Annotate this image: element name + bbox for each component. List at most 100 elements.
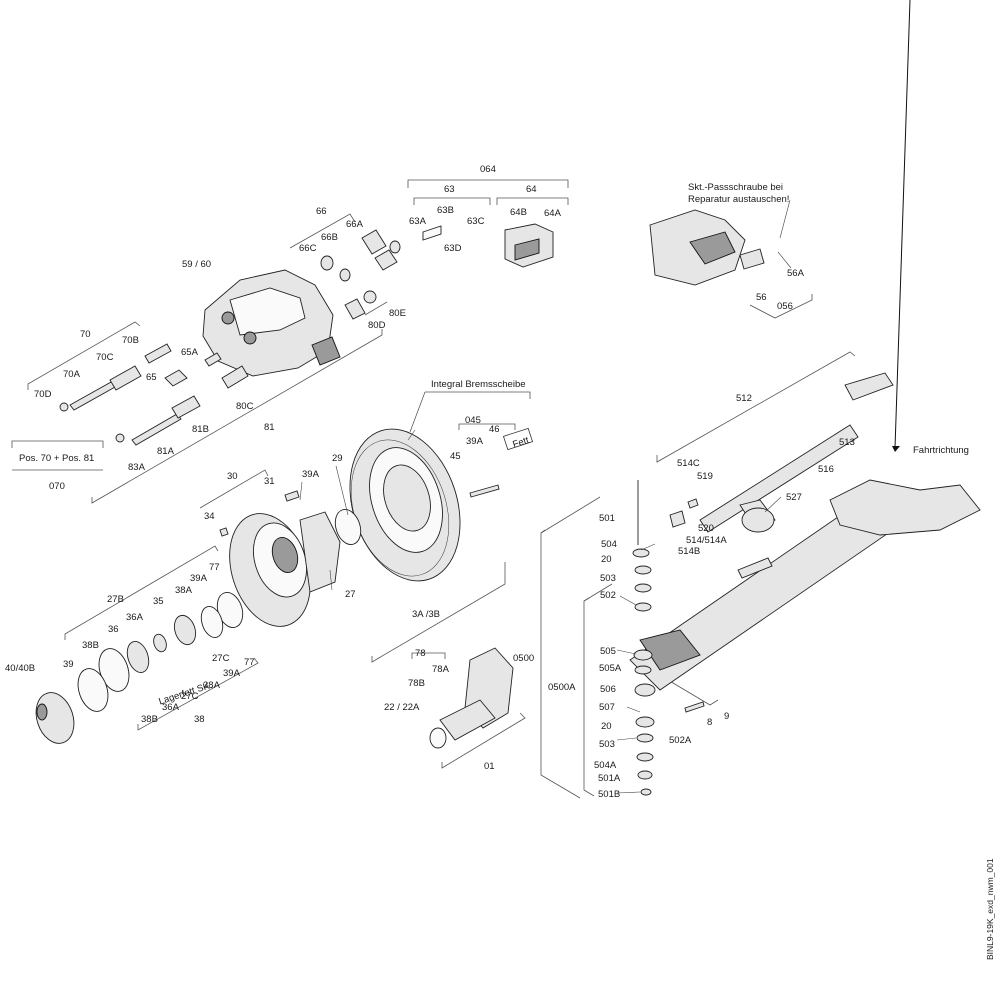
part-labels: 064 63 64 63A 63B 63C 63D 64B 64A 66 66A… — [5, 164, 995, 960]
label-81: 81 — [264, 422, 275, 433]
label-80C: 80C — [236, 401, 254, 412]
label-8: 8 — [707, 717, 712, 728]
label-501B: 501B — [598, 789, 620, 800]
label-514C: 514C — [677, 458, 700, 469]
label-504: 504 — [601, 539, 617, 550]
label-38B-bottom: 38B — [141, 714, 158, 725]
label-66A: 66A — [346, 219, 364, 230]
king-pin-stack — [632, 480, 656, 796]
label-40-40B: 40/40B — [5, 663, 35, 674]
label-63: 63 — [444, 184, 455, 195]
bolt-45 — [469, 484, 500, 498]
label-29: 29 — [332, 453, 343, 464]
label-34: 34 — [204, 511, 215, 522]
brake-disc — [349, 428, 461, 582]
label-39A-bearing: 39A — [190, 573, 208, 584]
label-77-top: 77 — [209, 562, 220, 573]
label-fahrtrichtung: Fahrtrichtung — [913, 445, 969, 456]
label-527: 527 — [786, 492, 802, 503]
bracket-lines — [11, 179, 856, 799]
label-27: 27 — [345, 589, 356, 600]
label-64: 64 — [526, 184, 537, 195]
label-27C-top: 27C — [212, 653, 230, 664]
label-38: 38 — [194, 714, 205, 725]
label-64B: 64B — [510, 207, 527, 218]
label-66B: 66B — [321, 232, 338, 243]
label-78: 78 — [415, 648, 426, 659]
label-507: 507 — [599, 702, 615, 713]
label-83A: 83A — [128, 462, 146, 473]
label-505: 505 — [600, 646, 616, 657]
tie-rod-assembly-detail — [649, 209, 765, 286]
label-516: 516 — [818, 464, 834, 475]
label-skt-line1: Skt.-Passschraube bei — [688, 182, 783, 193]
label-78B: 78B — [408, 678, 425, 689]
label-0500: 0500 — [513, 653, 534, 664]
label-65: 65 — [146, 372, 157, 383]
label-36A-bottom: 36A — [162, 702, 180, 713]
label-503-bottom: 503 — [599, 739, 615, 750]
adjuster-parts — [320, 229, 401, 320]
label-integral-bremsscheibe: Integral Bremsscheibe — [431, 379, 526, 390]
label-22-22A: 22 / 22A — [384, 702, 420, 713]
label-70: 70 — [80, 329, 91, 340]
label-65A: 65A — [181, 347, 199, 358]
label-80D: 80D — [368, 320, 386, 331]
hub-cap — [35, 692, 75, 744]
label-20-top: 20 — [601, 554, 612, 565]
label-78A: 78A — [432, 664, 450, 675]
label-59-60: 59 / 60 — [182, 259, 211, 270]
label-520: 520 — [698, 523, 714, 534]
label-506: 506 — [600, 684, 616, 695]
label-66: 66 — [316, 206, 327, 217]
label-27C-bottom: 27C — [181, 691, 199, 702]
label-38A-top: 38A — [175, 585, 193, 596]
label-070: 070 — [49, 481, 65, 492]
axle-beam — [629, 372, 981, 691]
label-70B: 70B — [122, 335, 139, 346]
label-501A: 501A — [598, 773, 621, 784]
label-70D: 70D — [34, 389, 52, 400]
label-70A: 70A — [63, 369, 81, 380]
label-502A: 502A — [669, 735, 692, 746]
label-519: 519 — [697, 471, 713, 482]
label-45: 45 — [450, 451, 461, 462]
label-39A-hub: 39A — [302, 469, 320, 480]
drawing-id: BINL9-19K_exd_nwm_001 — [985, 858, 995, 960]
label-63C: 63C — [467, 216, 485, 227]
label-504A: 504A — [594, 760, 617, 771]
label-skt-line2: Reparatur austauschen! — [688, 194, 789, 205]
guide-pins — [59, 343, 249, 446]
label-81A: 81A — [157, 446, 175, 457]
label-35: 35 — [153, 596, 164, 607]
label-064: 064 — [480, 164, 496, 175]
label-63A: 63A — [409, 216, 427, 227]
label-39A-top: 39A — [466, 436, 484, 447]
label-27B: 27B — [107, 594, 124, 605]
label-56: 56 — [756, 292, 767, 303]
direction-arrow — [892, 0, 911, 452]
label-31: 31 — [264, 476, 275, 487]
label-56A: 56A — [787, 268, 805, 279]
label-513: 513 — [839, 437, 855, 448]
label-36: 36 — [108, 624, 119, 635]
label-64A: 64A — [544, 208, 562, 219]
label-fett: Fett — [511, 435, 530, 451]
label-30: 30 — [227, 471, 238, 482]
label-503-top: 503 — [600, 573, 616, 584]
label-0500A: 0500A — [548, 682, 576, 693]
bearing-set — [77, 592, 244, 712]
label-pos-70-81: Pos. 70 + Pos. 81 — [19, 453, 94, 464]
label-9: 9 — [724, 711, 729, 722]
label-70C: 70C — [96, 352, 114, 363]
label-502: 502 — [600, 590, 616, 601]
label-36A-top: 36A — [126, 612, 144, 623]
label-512: 512 — [736, 393, 752, 404]
label-39: 39 — [63, 659, 74, 670]
label-81B: 81B — [192, 424, 209, 435]
fett-box — [502, 427, 534, 451]
label-01: 01 — [484, 761, 495, 772]
brake-pads — [422, 223, 554, 268]
